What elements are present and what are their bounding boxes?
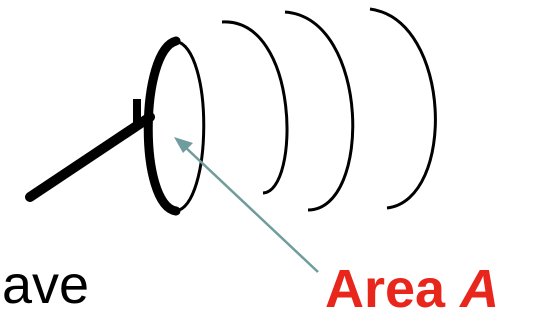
area-pointer-arrowhead <box>174 137 193 153</box>
wavefront-2 <box>284 10 355 212</box>
area-label: Area A <box>325 259 499 319</box>
loop-front-arc <box>143 36 181 216</box>
wavefront-1 <box>221 20 289 195</box>
wavefront-3 <box>369 7 437 210</box>
rod-joint <box>133 99 141 125</box>
loop-back-arc <box>175 39 206 213</box>
area-label-word: Area <box>325 259 460 319</box>
wave-label: ave <box>2 255 89 315</box>
area-pointer-arrow <box>183 145 319 273</box>
source-rod <box>25 112 155 202</box>
area-label-symbol: A <box>458 259 499 319</box>
